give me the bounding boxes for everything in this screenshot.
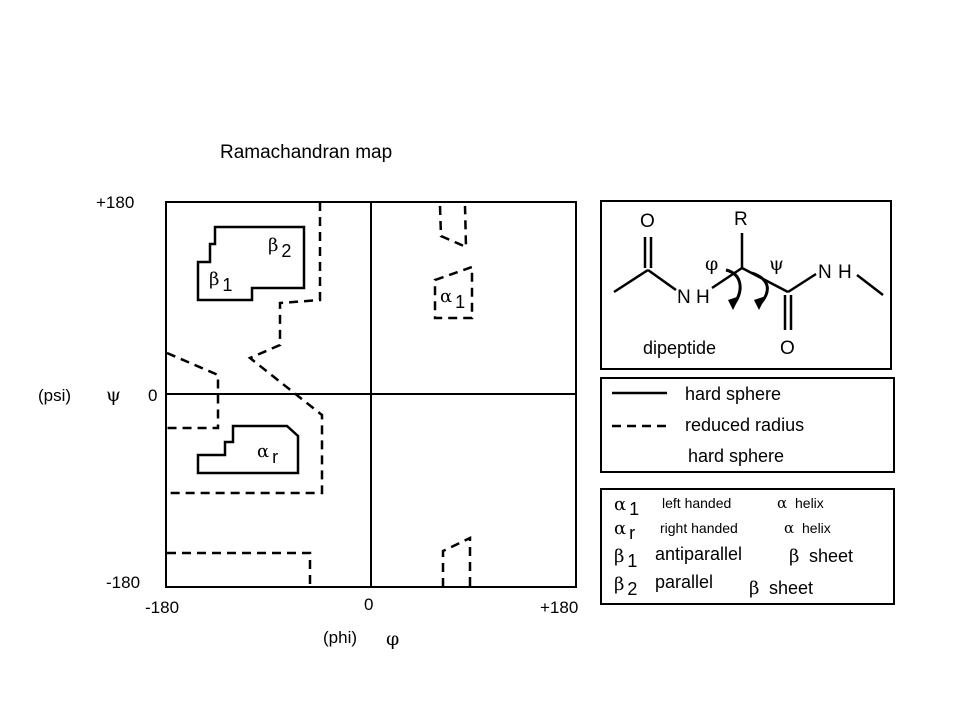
phi-bond-label: φ <box>705 253 718 275</box>
key-beta1-text: antiparallel <box>655 544 742 564</box>
dipeptide-caption: dipeptide <box>643 338 716 358</box>
y-axis-name: (psi) <box>38 386 71 405</box>
dashed-bottom-boundary <box>167 551 312 587</box>
figure-title: Ramachandran map <box>220 142 392 163</box>
x-tick-zero: 0 <box>364 595 373 614</box>
y-tick-top: +180 <box>96 193 134 212</box>
legend-solid-label: hard sphere <box>685 384 781 404</box>
key-beta1-type: sheet <box>809 546 853 566</box>
beta-region-outline <box>196 225 306 302</box>
key-alpha-r-alpha: α <box>784 519 794 537</box>
x-tick-left: -180 <box>145 598 179 617</box>
dipeptide-frame <box>600 200 892 370</box>
key-alpha1-text: left handed <box>662 495 731 511</box>
key-alpha-r-text: right handed <box>660 520 738 536</box>
amide-n-left: N <box>677 287 691 308</box>
y-axis-symbol: ψ <box>106 384 121 406</box>
dipeptide-panel: O R N H φ ψ N H O dipeptide <box>600 200 892 370</box>
line-legend-frame <box>600 377 895 473</box>
psi-arrowhead <box>754 296 766 310</box>
carbonyl-oxygen-bottom: O <box>780 338 795 359</box>
amide-h-right: H <box>838 262 852 283</box>
dashed-upper-left-boundary <box>167 202 324 495</box>
legend-dashed-label-2: hard sphere <box>688 446 784 466</box>
alpha-r-region-outline <box>196 424 300 475</box>
x-tick-right: +180 <box>540 598 578 617</box>
region-key-frame <box>600 488 895 605</box>
line-legend: hard sphere reduced radius hard sphere <box>600 377 895 473</box>
y-tick-bottom: -180 <box>106 573 140 592</box>
key-beta2-beta: β <box>749 578 759 599</box>
dashed-left-lobe-boundary <box>166 351 220 430</box>
x-axis-name: (phi) <box>323 628 357 647</box>
carbonyl-oxygen-top: O <box>640 211 655 232</box>
y-tick-zero: 0 <box>148 386 157 405</box>
dashed-top-right-lobe <box>438 205 468 249</box>
key-beta2-text: parallel <box>655 572 713 592</box>
key-alpha1-alpha: α <box>777 494 787 512</box>
x-axis-symbol: φ <box>386 628 399 650</box>
key-alpha-r-type: helix <box>802 520 831 536</box>
key-beta2-type: sheet <box>769 578 813 598</box>
legend-dashed-label-1: reduced radius <box>685 415 804 435</box>
key-alpha1-type: helix <box>795 495 824 511</box>
phi-arrowhead <box>728 296 740 310</box>
psi-bond-label: ψ <box>769 253 784 275</box>
dashed-alpha1-region <box>433 265 474 320</box>
dashed-bottom-right-lobe <box>441 536 472 587</box>
amide-n-right: N <box>818 262 832 283</box>
amide-h-left: H <box>696 287 710 308</box>
key-beta1-beta: β <box>789 546 799 567</box>
r-group-label: R <box>734 209 748 230</box>
